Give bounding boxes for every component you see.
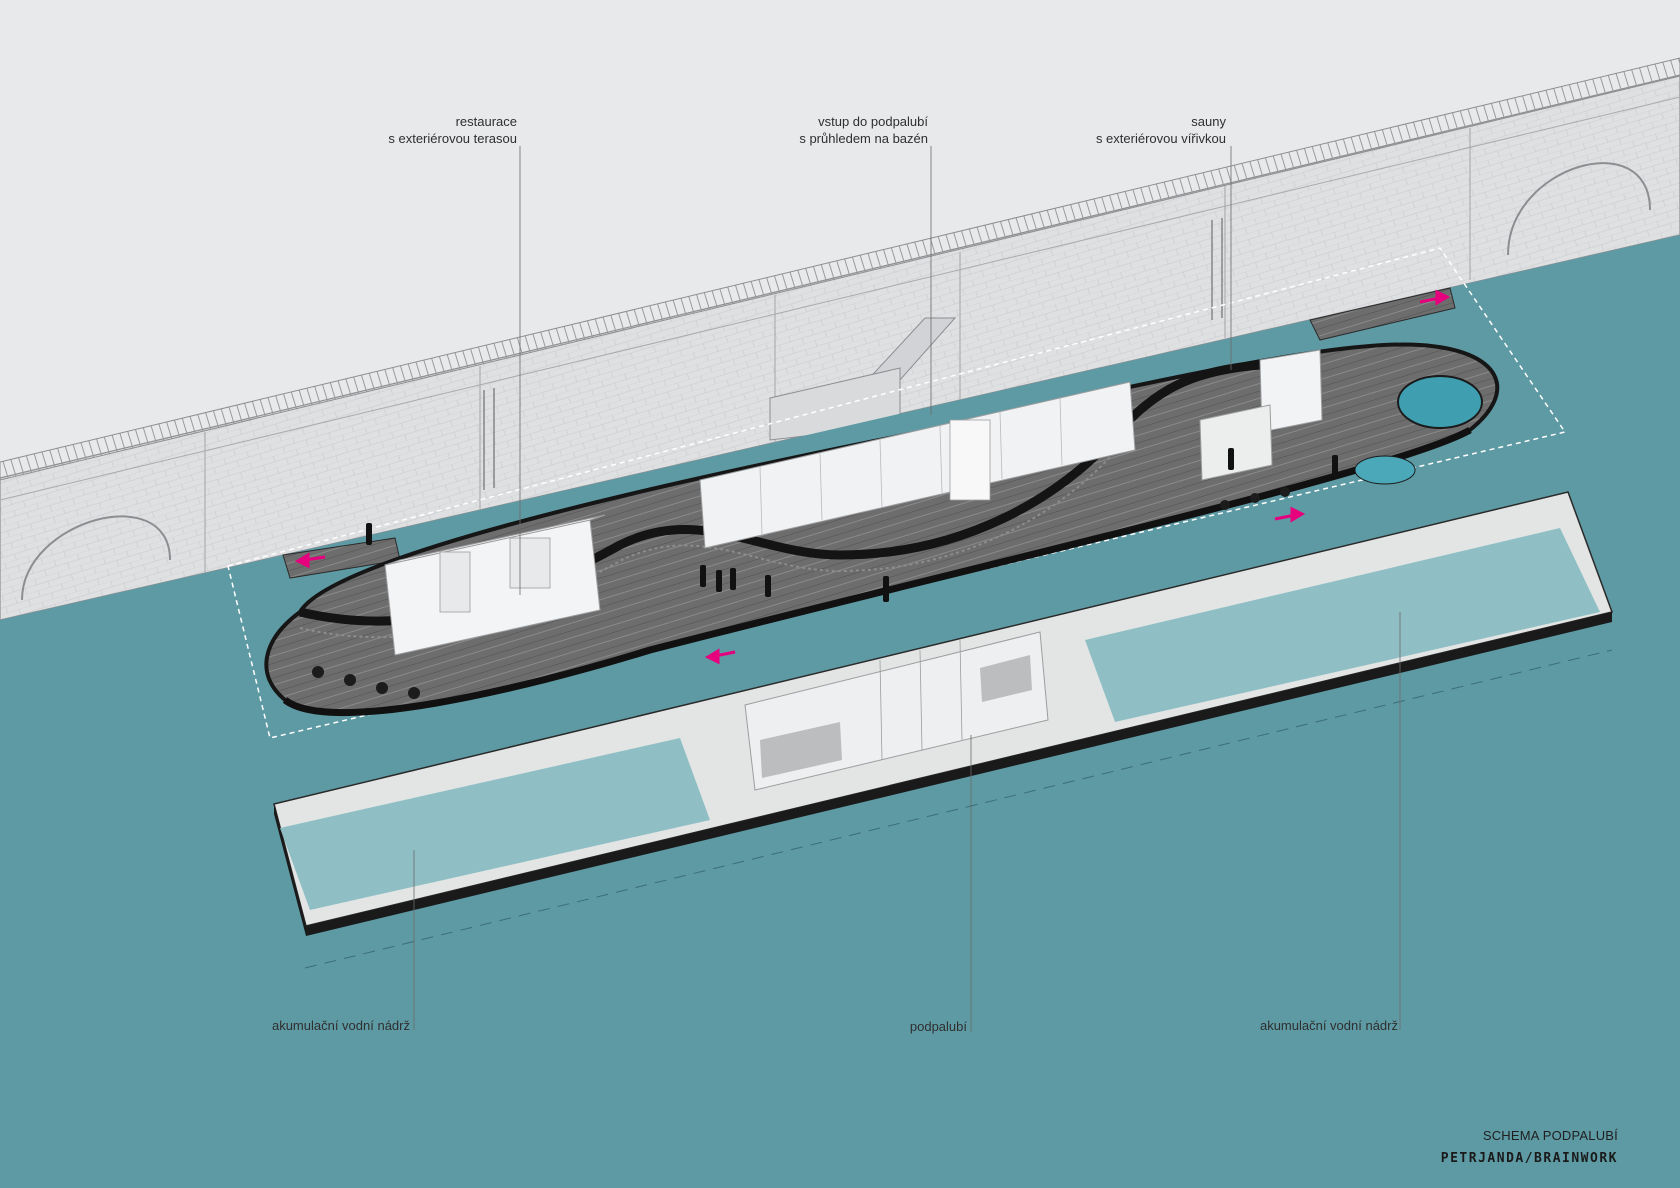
author-credit: PETRJANDA/BRAINWORK bbox=[1440, 1151, 1618, 1166]
sauna-block bbox=[1199, 349, 1323, 481]
label-restaurant-line1: restaurace bbox=[455, 114, 517, 129]
restaurant-block bbox=[384, 514, 606, 656]
water-tank-left bbox=[280, 738, 710, 910]
label-saunas: sauny s exteriérovou vířivkou bbox=[1096, 113, 1226, 147]
changing-cabins bbox=[699, 381, 1136, 549]
boat-footprint-outline bbox=[227, 247, 1567, 739]
whirlpool bbox=[1397, 375, 1483, 429]
label-saunas-line1: sauny bbox=[1191, 114, 1226, 129]
schema-title: SCHEMA PODPALUBÍ bbox=[1482, 1128, 1618, 1143]
leader-lines bbox=[413, 146, 1401, 1032]
embankment-wall bbox=[0, 57, 1680, 621]
boat-hull bbox=[264, 342, 1500, 717]
label-underdeck-entry: vstup do podpalubí s průhledem na bazén bbox=[799, 113, 928, 147]
circulation-arrows bbox=[294, 289, 1451, 665]
label-restaurant: restaurace s exteriérovou terasou bbox=[388, 113, 517, 147]
underdeck-rooms bbox=[744, 631, 1049, 791]
label-restaurant-line2: s exteriérovou terasou bbox=[388, 131, 517, 146]
label-entry-line2: s průhledem na bazén bbox=[799, 131, 928, 146]
label-underdeck: podpalubí bbox=[909, 1019, 967, 1034]
deck-tables bbox=[312, 487, 1290, 699]
label-water-tank-left: akumulační vodní nádrž bbox=[271, 1018, 410, 1033]
water-tank-right bbox=[1085, 528, 1600, 722]
arch-right bbox=[1507, 162, 1651, 256]
label-saunas-line2: s exteriérovou vířivkou bbox=[1095, 131, 1226, 146]
label-water-tank-right: akumulační vodní nádrž bbox=[1259, 1018, 1398, 1033]
label-entry-line1: vstup do podpalubí bbox=[818, 114, 928, 129]
people-silhouettes bbox=[366, 448, 1338, 704]
gangway-right bbox=[1309, 287, 1456, 341]
underdeck-pontoon bbox=[273, 491, 1613, 969]
plunge-pool bbox=[1354, 455, 1416, 485]
arch-left bbox=[21, 515, 171, 601]
title-block: SCHEMA PODPALUBÍ PETRJANDA/BRAINWORK bbox=[1441, 1128, 1618, 1166]
